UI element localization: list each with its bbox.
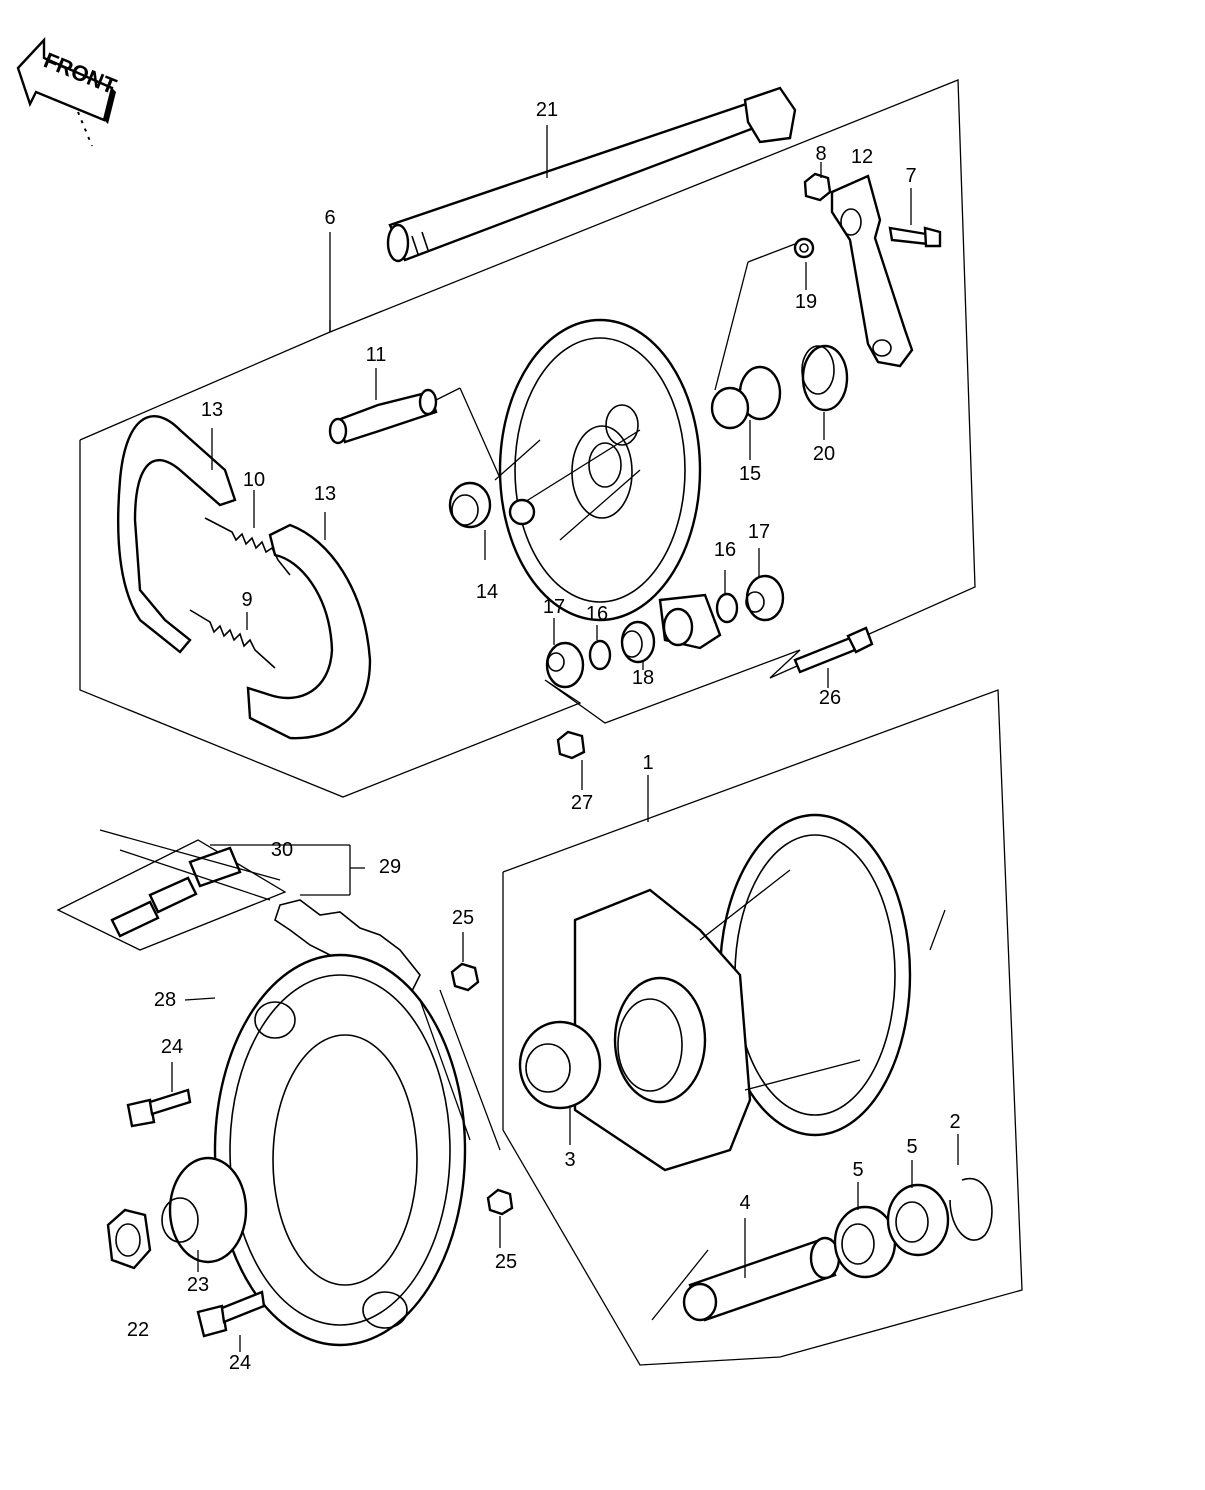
part-number-16b: 16: [714, 539, 736, 561]
part-number-25b: 25: [495, 1251, 517, 1273]
nut-25-upper: [450, 932, 480, 992]
part-number-23: 23: [187, 1274, 209, 1296]
part-number-20: 20: [813, 443, 835, 465]
bolt-24-upper: [126, 1062, 192, 1128]
part-number-16a: 16: [586, 603, 608, 625]
part-number-7: 7: [905, 165, 916, 187]
part-number-5b: 5: [906, 1136, 917, 1158]
part-number-24a: 24: [161, 1036, 183, 1058]
front-arrow-icon: FRONT: [16, 36, 120, 147]
circlip-2: [949, 1134, 993, 1241]
bolt-7: [888, 188, 942, 248]
bearing-5-right: [886, 1160, 950, 1257]
part-number-13a: 13: [201, 399, 223, 421]
part-number-28: 28: [154, 989, 176, 1011]
part-number-25a: 25: [452, 907, 474, 929]
brake-panel: [494, 318, 722, 650]
part-number-26: 26: [819, 687, 841, 709]
part-number-19: 19: [795, 291, 817, 313]
part-number-8: 8: [815, 143, 826, 165]
collar-15: [710, 365, 782, 460]
part-number-18: 18: [632, 667, 654, 689]
part-number-22: 22: [127, 1319, 149, 1341]
brake-assembly-outline: [79, 79, 976, 798]
brake-shoe-upper: [116, 415, 237, 654]
washer-16-left: [588, 625, 612, 671]
part-number-6: 6: [324, 207, 335, 229]
bearing-3: [518, 1020, 602, 1145]
part-number-10: 10: [243, 469, 265, 491]
part-number-21: 21: [536, 99, 558, 121]
nut-8: [803, 162, 832, 202]
part-number-2: 2: [949, 1111, 960, 1133]
part-number-24b: 24: [229, 1352, 251, 1374]
spring-10: [204, 490, 291, 576]
brake-shoe-lower: [246, 512, 372, 740]
nut-22: [106, 1208, 152, 1270]
part-number-15: 15: [739, 463, 761, 485]
axle: [386, 86, 797, 263]
part-number-11: 11: [366, 344, 387, 366]
collar-4: [651, 1218, 841, 1322]
part-number-13b: 13: [314, 483, 336, 505]
nut-25-lower: [486, 1188, 514, 1248]
part-number-5a: 5: [852, 1159, 863, 1181]
cam-shaft-11: [328, 368, 501, 479]
cam-lever: [830, 174, 914, 368]
part-number-27: 27: [571, 792, 593, 814]
bearing-18: [620, 620, 656, 670]
part-number-4: 4: [739, 1192, 750, 1214]
part-number-17b: 17: [748, 521, 770, 543]
part-number-1: 1: [642, 752, 653, 774]
bolt-24-lower: [196, 1290, 266, 1352]
seal-20: [801, 344, 849, 440]
bushing-14: [448, 481, 536, 560]
bearing-5-left: [833, 1182, 897, 1279]
drive-chain: [56, 829, 421, 996]
part-number-3: 3: [564, 1149, 575, 1171]
part-number-14: 14: [476, 581, 498, 603]
wheel-hub: [573, 813, 946, 1172]
washer-16-right: [715, 570, 739, 624]
hub-assembly-outline: [502, 689, 1023, 1366]
part-number-12: 12: [851, 146, 873, 168]
sprocket-28: [184, 953, 501, 1347]
spacer-17-left: [545, 618, 585, 689]
nut-27: [556, 730, 586, 790]
part-number-9: 9: [241, 589, 252, 611]
spring-9: [189, 609, 276, 669]
part-number-29: 29: [379, 856, 401, 878]
bolt-26: [793, 626, 874, 688]
spacer-17-right: [745, 548, 785, 622]
part-number-30: 30: [271, 839, 293, 861]
washer-19: [714, 237, 815, 391]
sprocket-hub-23: [161, 1156, 248, 1272]
part-number-17a: 17: [543, 596, 565, 618]
